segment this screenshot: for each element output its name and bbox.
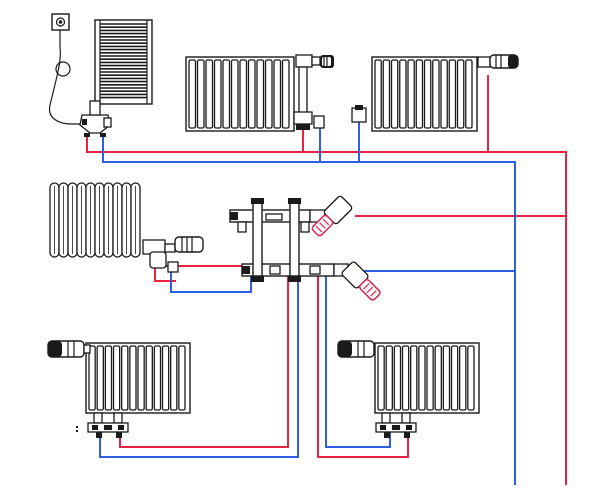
radiator-fin (377, 345, 385, 411)
radiator-fin (467, 345, 475, 411)
radiator-fin (410, 345, 418, 411)
radiator-fin (399, 59, 407, 129)
towel-radiator-valve (79, 100, 112, 137)
radiator-fin (145, 345, 153, 411)
radiator-fin (432, 59, 440, 129)
radiator-fin (121, 345, 129, 411)
distribution-manifold-icon (229, 198, 349, 282)
return-pipe-6 (99, 276, 299, 458)
radiator-fin (96, 345, 104, 411)
radiator-fin (415, 59, 424, 129)
radiator-fin (423, 59, 432, 129)
radiator-fin (213, 59, 222, 129)
radiator-fin (382, 59, 391, 129)
radiator-fin (273, 59, 282, 129)
radiator-valve-icon (375, 412, 417, 438)
radiator-fin (129, 345, 137, 411)
radiator-fin (434, 345, 442, 411)
return-pipe-7 (325, 276, 391, 448)
supply-pipe-1 (86, 135, 567, 485)
capillary-coil (55, 61, 71, 77)
radiator-fin (104, 345, 113, 411)
radiator-fin (442, 345, 451, 411)
supply-pipe-6 (119, 276, 289, 448)
y-strainer-supply (311, 195, 353, 237)
column-radiator-icon (49, 182, 141, 258)
panel-radiator-3 (47, 340, 191, 414)
panel-radiator-3-valve (76, 412, 129, 438)
radiator-fin (281, 59, 290, 129)
radiator-fin (230, 59, 239, 129)
y-strainer-icon (311, 195, 353, 237)
radiator-fin (459, 345, 467, 411)
towel-radiator-bars (100, 23, 147, 99)
radiator-fin (239, 59, 248, 129)
column-radiator-valve (142, 236, 204, 273)
thermostatic-head-icon (320, 55, 334, 68)
radiator-fin (161, 345, 170, 411)
radiator-fin (426, 345, 434, 411)
return-pipe-1 (102, 135, 516, 485)
panel-radiator-2 (371, 56, 478, 132)
radiator-fin (418, 345, 426, 411)
radiator-fin (222, 59, 231, 129)
panel-radiator-2-valves (351, 54, 519, 123)
return-pipes (99, 120, 516, 485)
radiator-fin (170, 345, 178, 411)
radiator-fin (465, 59, 473, 129)
thermostatic-head-icon (47, 340, 91, 358)
radiator-fin (450, 345, 459, 411)
capillary-tube (48, 47, 84, 125)
radiator-fin (112, 345, 121, 411)
thermostatic-head-icon (489, 54, 519, 69)
panel-radiator-icon (374, 342, 480, 414)
radiator-fin (374, 59, 382, 129)
panel-radiator-icon (371, 56, 478, 132)
radiator-fin (401, 345, 410, 411)
y-strainer-icon (341, 261, 381, 301)
column-radiator (49, 182, 141, 258)
y-strainer-return (341, 261, 381, 301)
radiator-fin (264, 59, 273, 129)
radiator-fin (196, 59, 205, 129)
return-pipe-5 (170, 270, 252, 293)
radiator-fin (153, 345, 162, 411)
radiator-valve-icon (87, 412, 129, 438)
thermostatic-head-icon (337, 340, 375, 358)
radiator-fin (456, 59, 465, 129)
panel-radiator-1-valves (293, 54, 334, 130)
radiator-fin (178, 345, 186, 411)
radiator-fin (385, 345, 393, 411)
radiator-fin (393, 345, 402, 411)
radiator-fin (205, 59, 214, 129)
radiator-fin (448, 59, 457, 129)
supply-pipe-7 (317, 276, 409, 458)
radiator-fin (137, 345, 145, 411)
radiator-fin (390, 59, 399, 129)
radiator-valve-icon (351, 107, 367, 123)
panel-radiator-4 (337, 340, 480, 414)
radiator-fin (247, 59, 256, 129)
towel-radiator (94, 19, 153, 105)
panel-radiator-icon (185, 56, 295, 132)
radiator-fin (256, 59, 265, 129)
radiator-fin (440, 59, 448, 129)
radiator-fin (188, 59, 197, 129)
panel-radiator-1 (185, 56, 295, 132)
room-thermostat (48, 13, 84, 125)
panel-radiator-icon (85, 342, 191, 414)
thermostatic-head-icon (174, 236, 204, 253)
radiator-fin (407, 59, 415, 129)
distribution-manifold (229, 198, 349, 282)
panel-radiator-4-valve (375, 412, 417, 438)
radiator-fin (88, 345, 96, 411)
